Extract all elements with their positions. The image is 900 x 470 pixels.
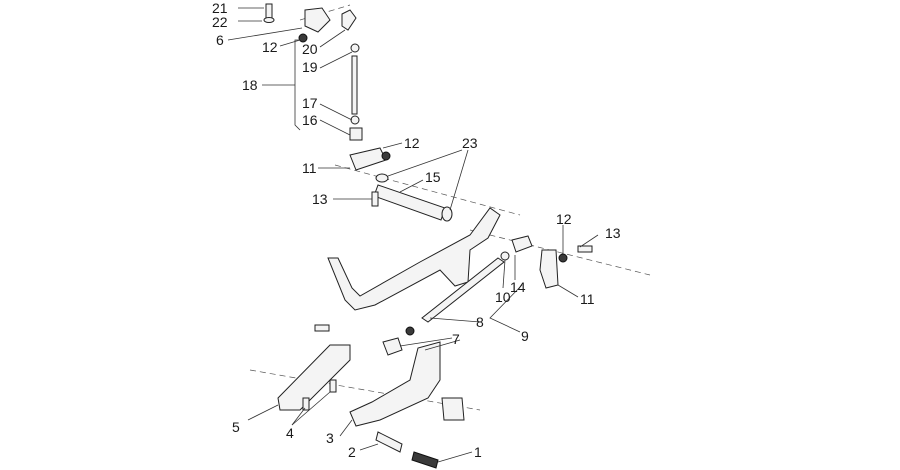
ball-joint-20 bbox=[341, 9, 357, 31]
nut-12-mid bbox=[381, 151, 391, 161]
pivot-shaft-15 bbox=[373, 184, 446, 221]
screw-4-right bbox=[329, 379, 337, 393]
nut-17 bbox=[350, 115, 360, 125]
footrest-frame bbox=[327, 207, 501, 311]
rod-end-7 bbox=[382, 337, 403, 356]
washer-23-left bbox=[375, 173, 389, 183]
lever-11-right bbox=[539, 249, 559, 289]
callout-11-upper: 11 bbox=[302, 160, 317, 176]
callout-8: 8 bbox=[476, 314, 484, 330]
gear-rod-group bbox=[349, 43, 363, 141]
linkage-rod-8 bbox=[421, 257, 505, 323]
callout-20: 20 bbox=[302, 41, 318, 57]
screw-4-left bbox=[302, 397, 310, 411]
screw-4-top bbox=[314, 324, 330, 332]
callout-13-left: 13 bbox=[312, 191, 328, 207]
callout-9: 9 bbox=[521, 328, 529, 344]
washer-22 bbox=[263, 17, 275, 23]
callout-4: 4 bbox=[286, 425, 294, 441]
rod-18 bbox=[351, 55, 358, 115]
callout-2: 2 bbox=[348, 444, 356, 460]
nut-12-right bbox=[558, 253, 568, 263]
callout-23: 23 bbox=[462, 135, 478, 151]
linkage-rod-group bbox=[382, 251, 510, 356]
pin-2 bbox=[375, 431, 403, 453]
callout-16: 16 bbox=[302, 112, 318, 128]
gear-lever-upper bbox=[349, 147, 391, 183]
upper-linkage-group bbox=[263, 3, 357, 43]
callout-14: 14 bbox=[510, 279, 526, 295]
leader-lines bbox=[227, 7, 599, 463]
nut-12-top bbox=[298, 33, 308, 43]
callout-11-right: 11 bbox=[580, 291, 595, 307]
gear-pedal-group bbox=[349, 341, 465, 469]
rod-end-16 bbox=[349, 127, 363, 141]
callout-22: 22 bbox=[212, 14, 228, 30]
callout-19: 19 bbox=[302, 59, 318, 75]
footrest-bracket bbox=[327, 207, 501, 311]
screw-13-left bbox=[371, 191, 379, 207]
pedal-cover bbox=[441, 397, 465, 421]
rocker-bracket-6 bbox=[304, 7, 331, 33]
callout-3: 3 bbox=[326, 430, 334, 446]
heel-plate-5 bbox=[277, 344, 351, 411]
callout-12-mid: 12 bbox=[404, 135, 420, 151]
lever-11-upper bbox=[349, 147, 387, 171]
nut-7-lower bbox=[405, 326, 415, 336]
callout-18: 18 bbox=[242, 77, 258, 93]
callout-7: 7 bbox=[452, 331, 460, 347]
gear-pedal-3 bbox=[349, 341, 441, 427]
screw-21 bbox=[265, 3, 273, 19]
pedal-rubber-1 bbox=[411, 451, 439, 469]
nut-19 bbox=[350, 43, 360, 53]
screw-13-right bbox=[577, 245, 593, 253]
callout-17: 17 bbox=[302, 95, 318, 111]
assembly-axes bbox=[249, 4, 651, 411]
callout-12-top: 12 bbox=[262, 39, 278, 55]
callout-6: 6 bbox=[216, 32, 224, 48]
gear-lever-right bbox=[511, 235, 593, 289]
ball-joint-14 bbox=[511, 235, 533, 253]
heel-plate-group bbox=[277, 324, 351, 411]
callout-12-right: 12 bbox=[556, 211, 572, 227]
callout-21: 21 bbox=[212, 0, 228, 16]
callout-1: 1 bbox=[474, 444, 482, 460]
callout-5: 5 bbox=[232, 419, 240, 435]
nut-10 bbox=[500, 251, 510, 261]
pivot-shaft-group bbox=[371, 184, 453, 222]
callout-15: 15 bbox=[425, 169, 441, 185]
washer-23-right bbox=[441, 206, 453, 222]
callout-10: 10 bbox=[495, 289, 511, 305]
callout-labels: 21 22 6 12 20 19 18 17 16 12 23 11 15 13… bbox=[212, 0, 621, 460]
callout-13-right: 13 bbox=[605, 225, 621, 241]
